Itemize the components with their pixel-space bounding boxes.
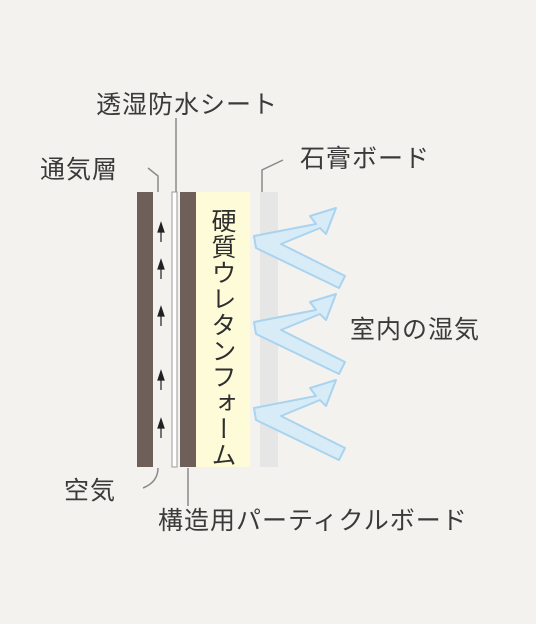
urethane-foam-label: 硬質ウレタンフォーム bbox=[208, 208, 237, 468]
leader-lines bbox=[142, 118, 284, 506]
vapor-permeable-sheet-layer bbox=[171, 191, 178, 468]
airflow-arrows bbox=[157, 221, 165, 438]
air-label: 空気 bbox=[64, 476, 117, 505]
urethane-foam-layer bbox=[196, 192, 250, 467]
humidity-arrow-3 bbox=[253, 379, 346, 461]
humidity-arrows bbox=[253, 207, 346, 461]
humidity-arrow-2 bbox=[253, 293, 346, 375]
vapor-sheet-label: 透湿防水シート bbox=[96, 90, 279, 119]
ventilation-layer-label: 通気層 bbox=[40, 155, 119, 184]
exterior-siding-layer bbox=[137, 192, 153, 467]
gypsum-board-label: 石膏ボード bbox=[300, 144, 431, 173]
indoor-humidity-label: 室内の湿気 bbox=[350, 315, 481, 344]
humidity-arrow-1 bbox=[253, 207, 346, 289]
particle-board-label: 構造用パーティクルボード bbox=[158, 506, 468, 535]
particle-board-layer bbox=[180, 192, 196, 467]
